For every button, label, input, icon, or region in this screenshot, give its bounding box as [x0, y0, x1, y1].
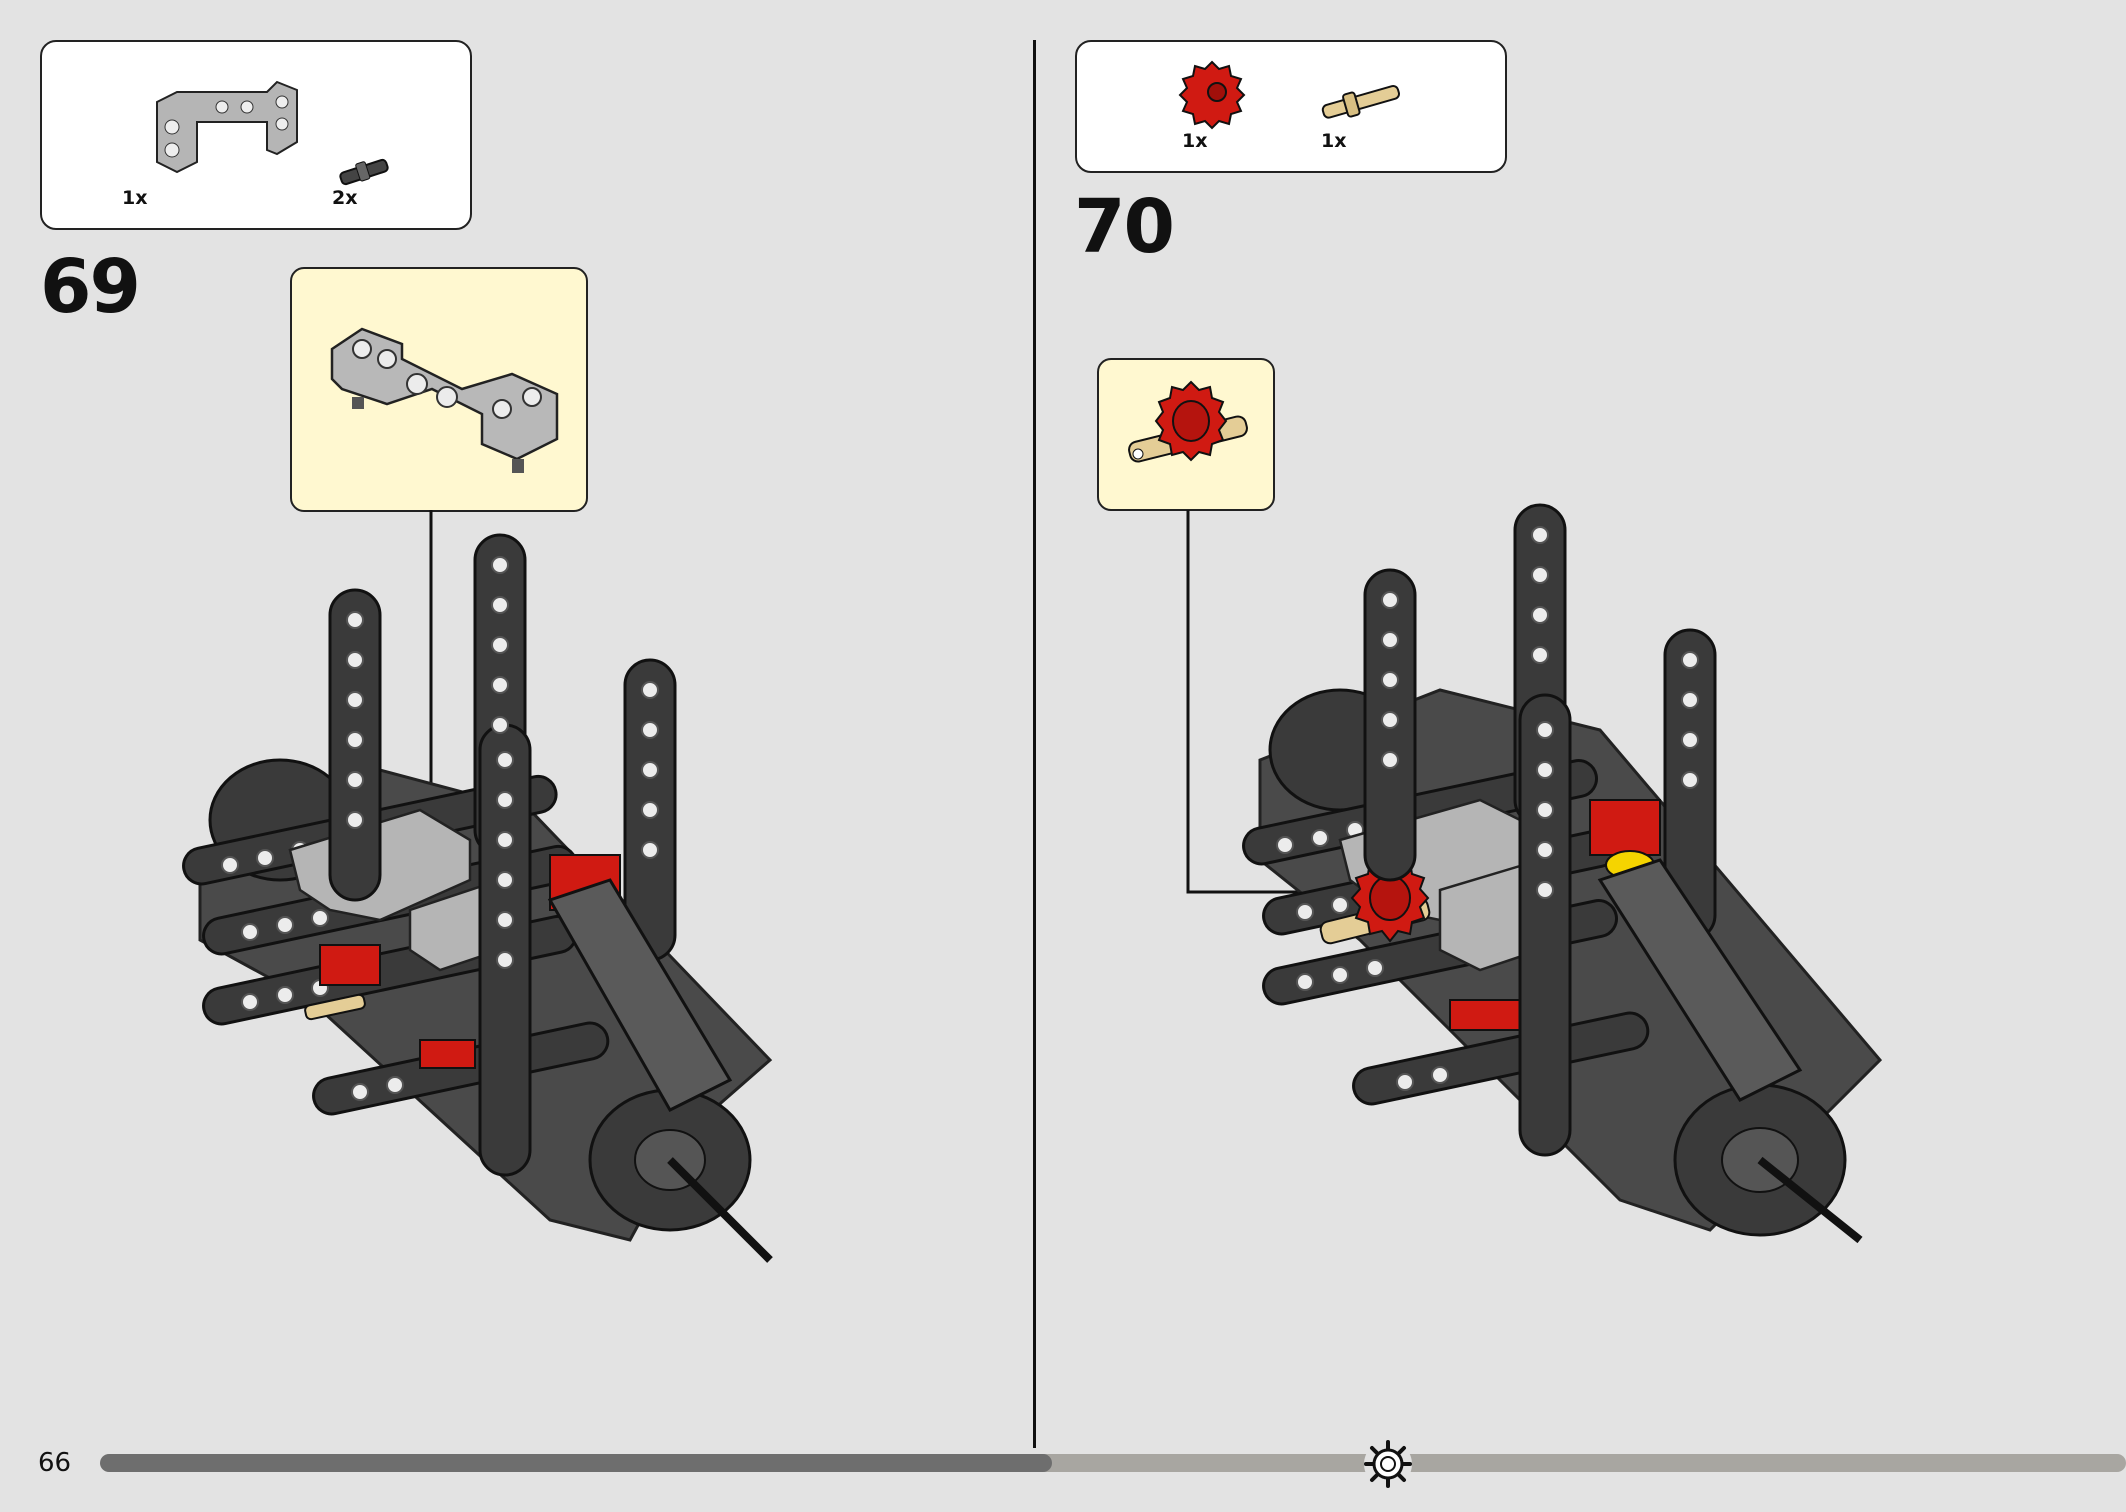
progress-bar [100, 1454, 2126, 1472]
gray-frame-part-image [156, 80, 298, 174]
model-illustration-step-69 [182, 533, 773, 1263]
gray-frame-subassembly-image [330, 327, 559, 473]
gear-icon [1364, 1440, 1412, 1488]
part-qty: 1x [1182, 130, 1208, 152]
part-qty: 1x [1321, 130, 1347, 152]
step-number: 69 [40, 244, 141, 330]
page-divider [1033, 40, 1036, 1448]
gear-on-axle-subassembly-image [1128, 380, 1248, 463]
subassembly-callout-step-69 [290, 267, 588, 512]
step-number: 70 [1074, 184, 1175, 270]
red-gear-part-image [1178, 60, 1246, 130]
part-qty: 2x [332, 187, 358, 209]
subassembly-callout-step-70 [1097, 358, 1275, 511]
page-number: 66 [38, 1448, 72, 1478]
tan-axle-pin-part-image [1321, 84, 1400, 119]
parts-list-step-69: 1x 2x [40, 40, 472, 230]
progress-bar-fill [100, 1454, 1053, 1472]
model-illustration-step-70 [1242, 503, 1883, 1244]
part-qty: 1x [122, 187, 148, 209]
black-connector-part-image [339, 158, 389, 186]
parts-list-step-70: 1x 1x [1075, 40, 1507, 173]
